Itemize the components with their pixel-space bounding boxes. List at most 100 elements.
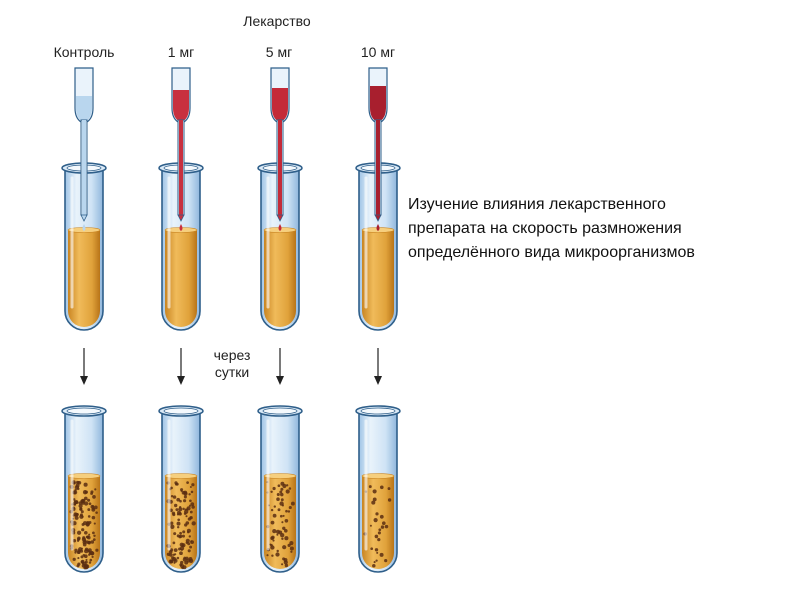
pipette — [171, 67, 191, 231]
pipette-drop — [278, 224, 282, 231]
microbe-dot — [170, 521, 174, 525]
microbe-dot — [77, 557, 80, 560]
microbe-dot — [279, 514, 283, 518]
microbe-dot — [189, 510, 193, 514]
microbe-dot — [369, 524, 372, 527]
tube-medium — [68, 230, 100, 327]
caption-line-3: определённого вида микроорганизмов — [408, 244, 695, 261]
microbe-dot — [277, 508, 281, 512]
microbe-dot — [180, 489, 183, 492]
microbe-dot — [86, 521, 90, 525]
microbe-dot — [87, 515, 91, 518]
test-tube-after — [158, 405, 204, 573]
tube-rim-inner — [360, 407, 396, 415]
microbe-dot — [282, 526, 286, 530]
tube-medium — [264, 230, 296, 327]
down-arrow — [374, 348, 382, 385]
microbe-dot — [72, 539, 77, 543]
microbe-dot — [279, 490, 283, 494]
microbe-dot — [280, 492, 284, 497]
tube-medium — [362, 230, 394, 327]
microbe-dot — [276, 492, 280, 497]
arrow-head — [80, 376, 88, 385]
tube-label-5mg: 5 мг — [265, 44, 293, 60]
microbe-dot — [73, 503, 76, 506]
microbe-dot — [179, 499, 182, 503]
tube-rim-inner — [66, 407, 102, 415]
microbe-dot — [74, 548, 78, 552]
microbe-dot — [275, 552, 280, 557]
medium-surface — [164, 473, 198, 479]
microbe-dot — [287, 510, 291, 513]
microbe-dot — [290, 501, 295, 506]
microbe-dot — [276, 533, 279, 536]
microbe-dot — [285, 509, 288, 513]
microbe-dot — [82, 536, 86, 540]
tube-medium — [362, 476, 394, 569]
microbe-dot — [76, 550, 81, 555]
microbe-dot — [91, 555, 94, 559]
microbe-dot — [282, 514, 285, 517]
microbe-dot — [170, 495, 174, 498]
microbe-dot — [74, 551, 77, 554]
microbe-dot — [270, 508, 274, 512]
microbe-dot — [289, 541, 294, 546]
microbe-dot — [91, 505, 95, 508]
microbe-dot — [85, 558, 88, 561]
microbe-dot — [270, 545, 275, 550]
microbe-dot — [95, 511, 98, 514]
pipette-tip — [374, 214, 382, 222]
microbe-dot — [290, 550, 293, 553]
microbe-dot — [379, 552, 384, 557]
microbe-dot — [174, 481, 178, 485]
microbe-dot — [368, 485, 372, 489]
microbe-dot — [189, 545, 193, 549]
microbe-dot — [76, 539, 80, 542]
microbe-dot — [93, 534, 96, 538]
down-arrow — [276, 348, 284, 385]
tube-rim-inner — [163, 407, 199, 415]
test-tube-after — [355, 405, 401, 573]
microbe-dot — [169, 548, 174, 552]
microbe-dot — [72, 557, 76, 562]
microbe-dot — [191, 483, 195, 487]
medium-surface — [263, 473, 297, 479]
microbe-dot — [190, 490, 194, 494]
microbe-dot — [189, 499, 192, 503]
microbe-dot — [186, 506, 191, 511]
after-one-day-label: через сутки — [214, 347, 251, 381]
microbe-dot — [172, 495, 177, 499]
pipette-stem-liquid — [82, 120, 86, 216]
caption-line-2: препарата на скорость размножения — [408, 220, 682, 237]
microbe-dot — [379, 485, 384, 490]
after-label-line-1: через — [213, 347, 251, 363]
microbe-dot — [76, 530, 82, 535]
microbe-dot — [281, 537, 284, 541]
microbe-dot — [191, 505, 195, 509]
microbe-dot — [171, 511, 176, 515]
tube-medium — [165, 476, 197, 569]
microbe-dot — [88, 553, 91, 556]
microbe-dot — [271, 554, 274, 557]
microbe-dot — [275, 529, 281, 534]
tube-label-10mg: 10 мг — [360, 44, 396, 60]
test-tube-before — [257, 162, 303, 331]
microbe-dot — [81, 515, 84, 518]
test-tube-before — [158, 162, 204, 331]
microbe-dot — [81, 523, 85, 526]
microbe-dot — [182, 507, 185, 511]
microbe-dot — [173, 548, 178, 552]
pipette — [270, 67, 290, 231]
drug-title: Лекарство — [243, 13, 311, 29]
microbe-dot — [176, 521, 181, 526]
microbe-dot — [83, 501, 89, 506]
microbe-dot — [183, 495, 187, 499]
pipette-drop — [82, 224, 86, 231]
microbe-dot — [83, 482, 88, 487]
microbe-dot — [80, 510, 84, 514]
microbe-dot — [80, 559, 85, 564]
microbe-dot — [183, 491, 188, 496]
microbe-dot — [179, 542, 184, 547]
microbe-dot — [73, 481, 76, 485]
microbe-dot — [182, 530, 186, 534]
